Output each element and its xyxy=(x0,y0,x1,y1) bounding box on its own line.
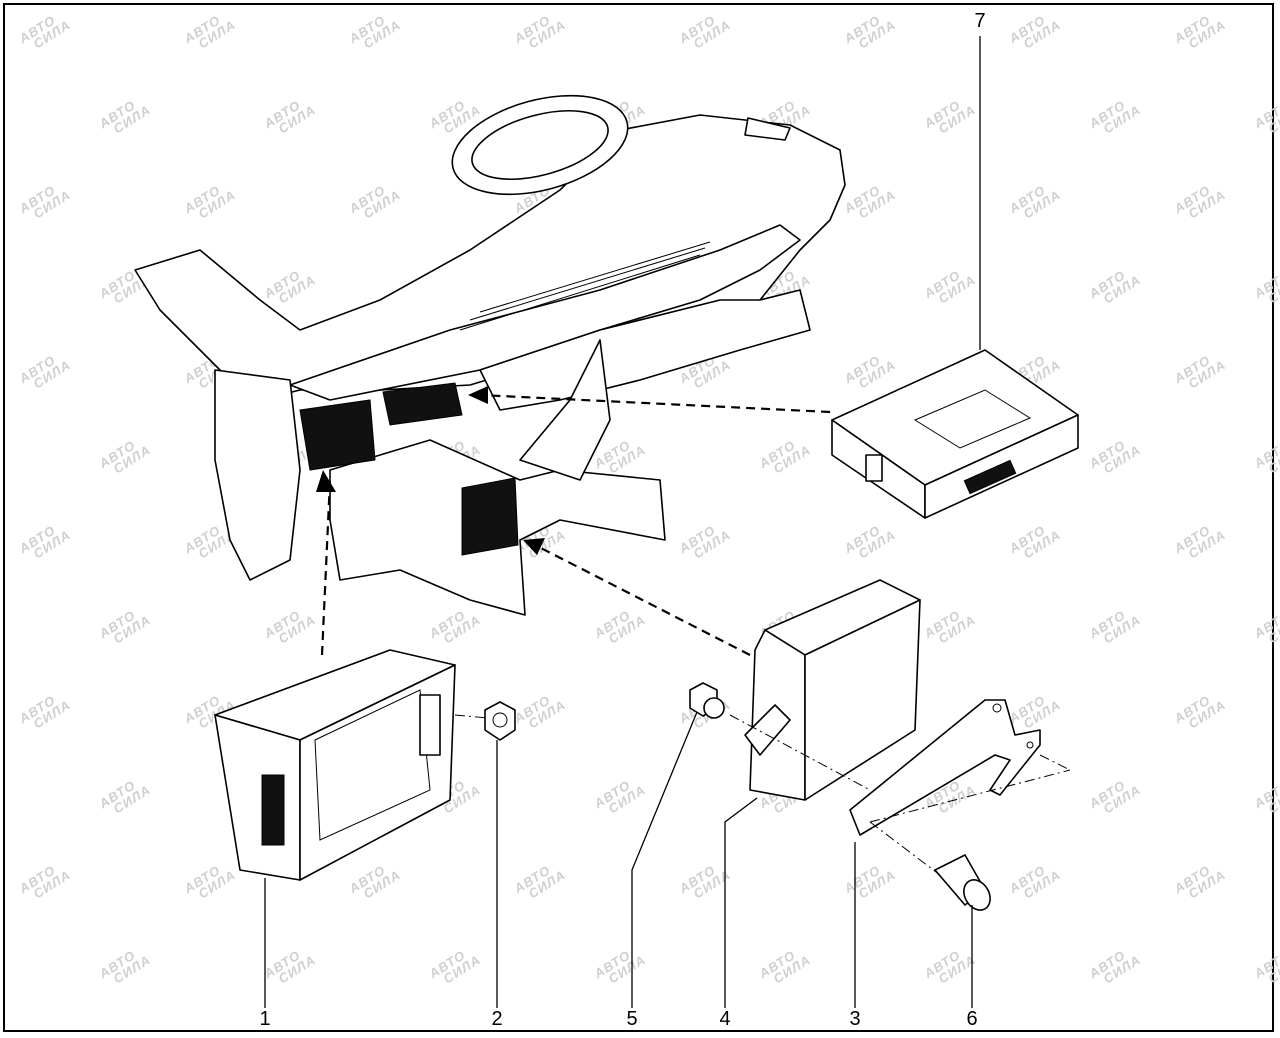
callout-7: 7 xyxy=(974,10,986,32)
part-3-bracket xyxy=(849,699,1041,836)
part-5-nut xyxy=(689,682,725,719)
part-2-nut xyxy=(484,701,516,741)
part-6-rivet xyxy=(934,854,991,911)
callout-6: 6 xyxy=(966,1008,978,1030)
arrow-head xyxy=(316,470,336,492)
ecu-slot-1 xyxy=(299,399,376,471)
part-1-body-control-module xyxy=(214,649,456,881)
arrow-head xyxy=(468,386,488,404)
leader-lines xyxy=(264,36,981,1008)
dashboard-assembly xyxy=(134,94,846,616)
part-4-module xyxy=(744,579,921,801)
diagram-frame xyxy=(3,3,1274,1032)
callout-3: 3 xyxy=(849,1008,861,1030)
ecu-slot-7 xyxy=(382,382,463,426)
callout-4: 4 xyxy=(719,1008,731,1030)
callout-2: 2 xyxy=(491,1008,503,1030)
part-7-control-unit xyxy=(831,349,1079,519)
callout-5: 5 xyxy=(626,1008,638,1030)
arrow-head xyxy=(523,538,545,555)
ecu-slot-4 xyxy=(461,477,519,556)
callout-1: 1 xyxy=(259,1008,271,1030)
assembly-arrows xyxy=(316,386,1071,876)
